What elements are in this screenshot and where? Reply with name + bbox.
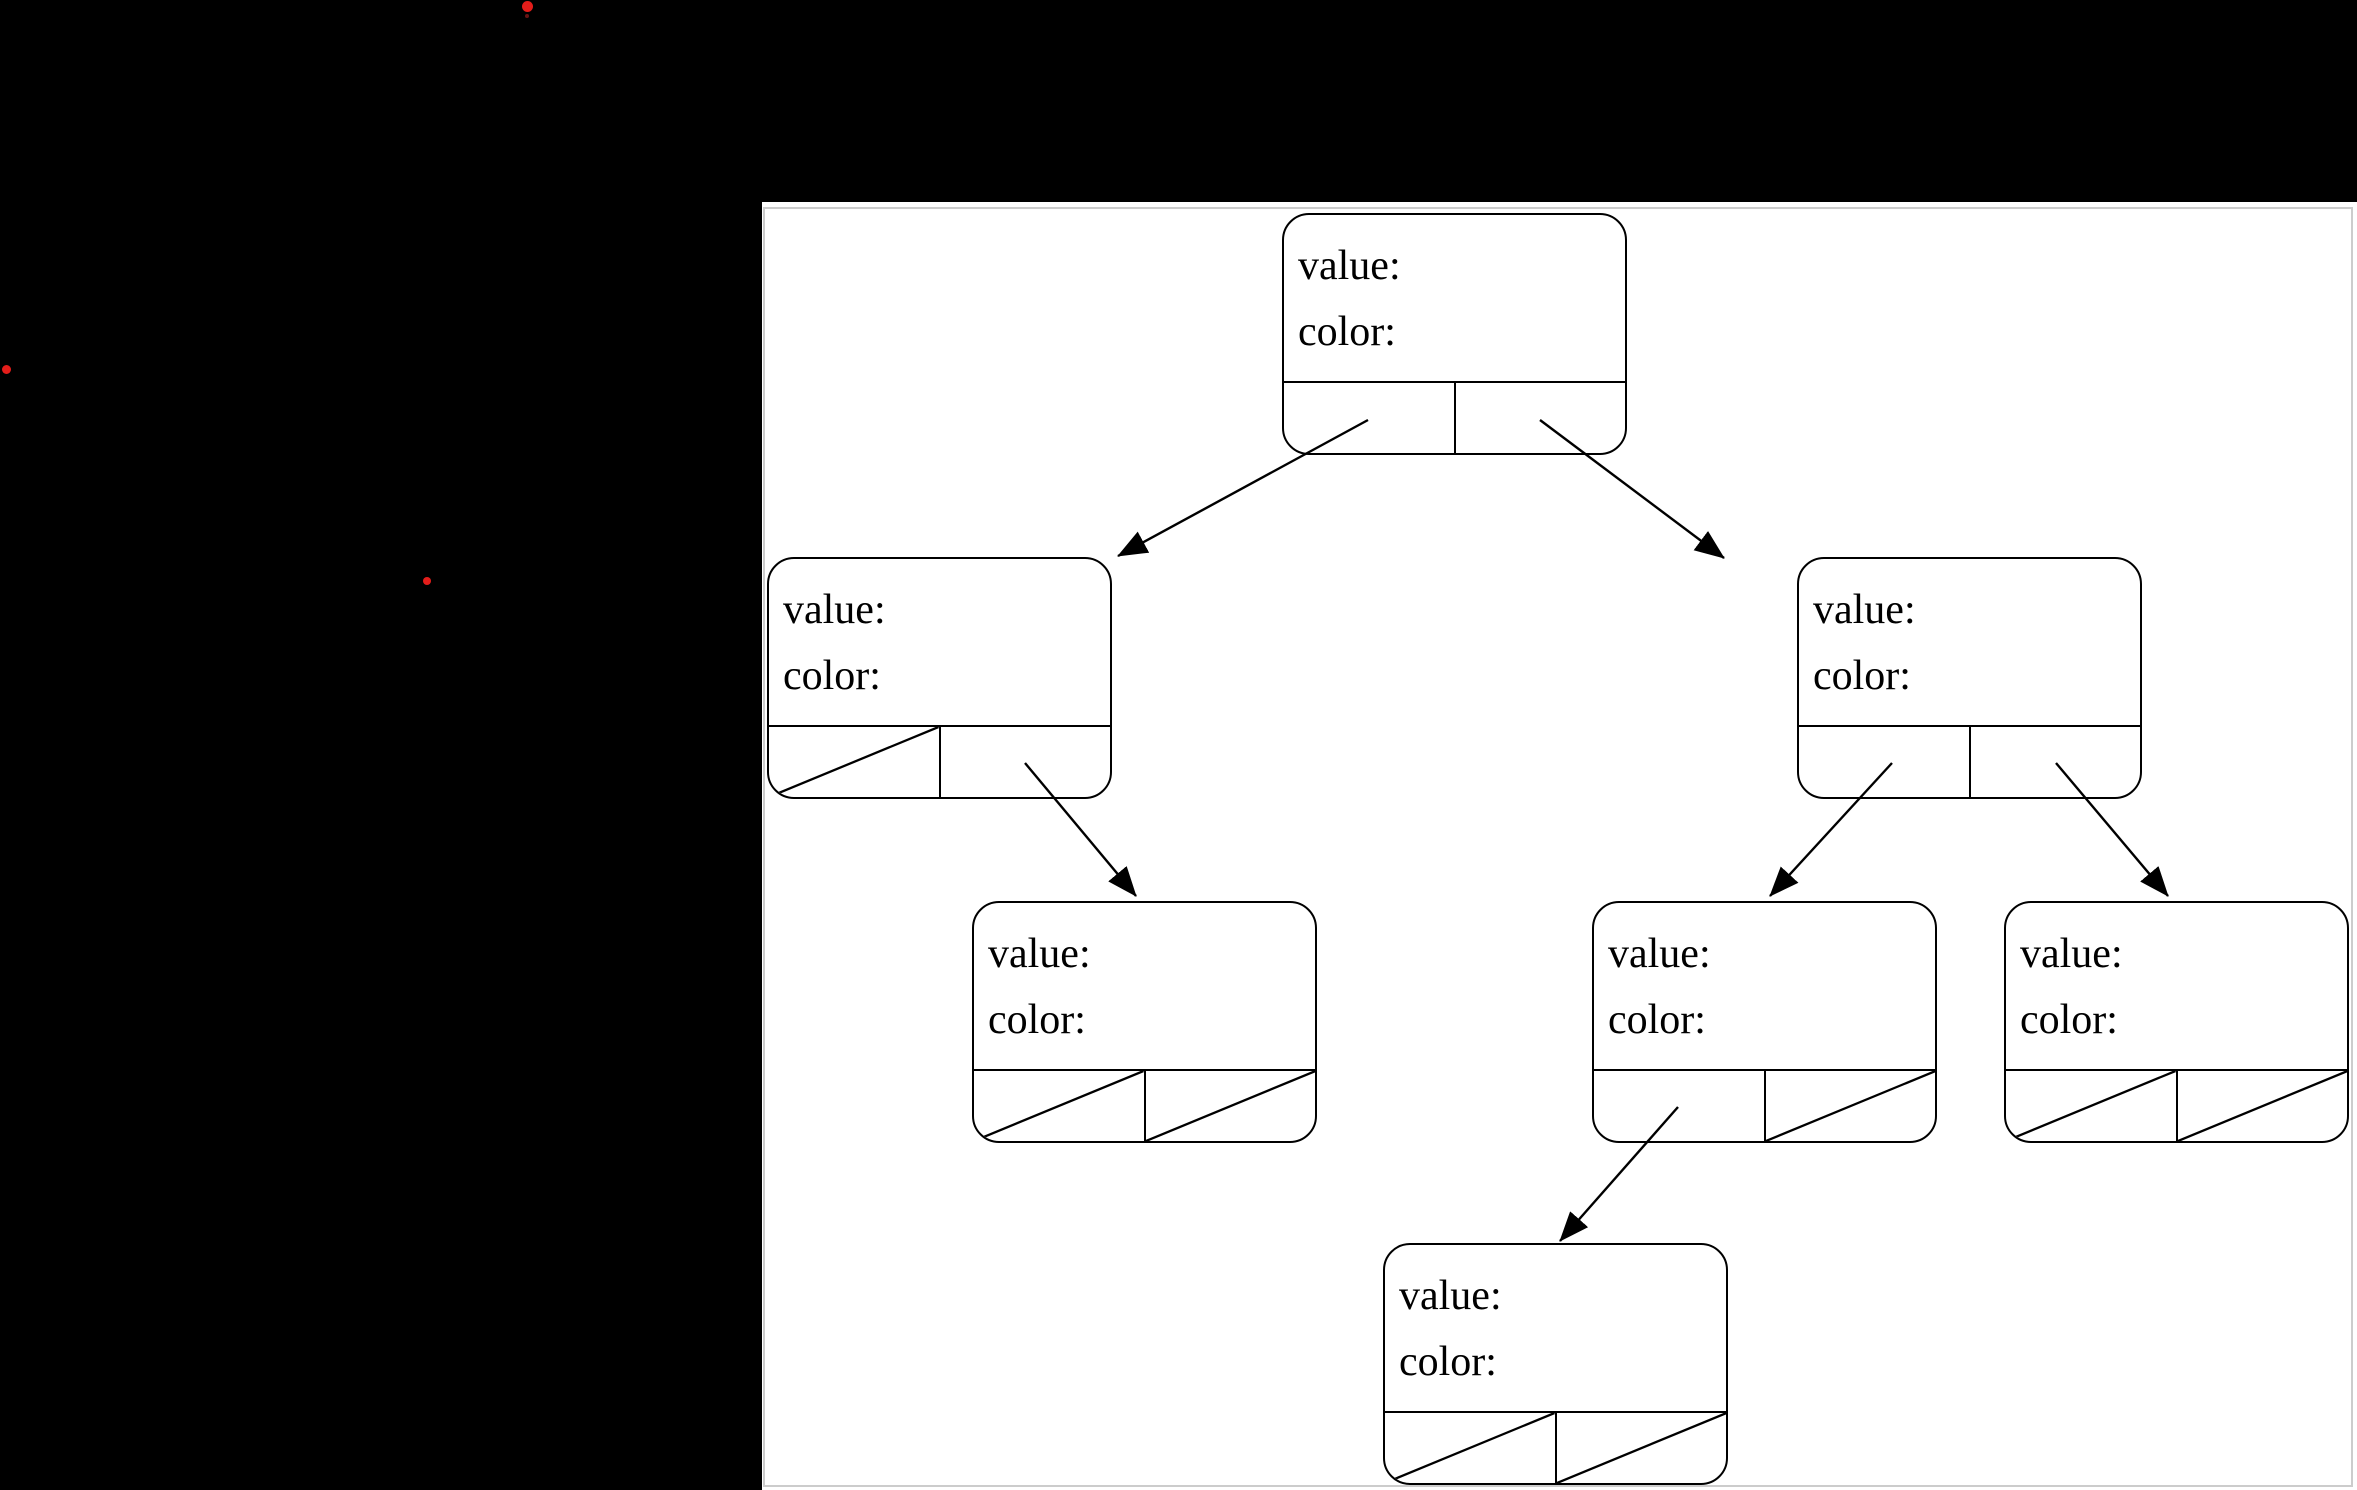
red-dot-top-speck — [525, 14, 529, 18]
tree-node-node-l: value: color: — [767, 557, 1112, 799]
node-pointer-row — [974, 1069, 1315, 1141]
node-field-labels: value: color: — [1385, 1245, 1726, 1432]
node-rr-right-pointer-cell-null — [2178, 1071, 2348, 1141]
red-dot-top — [521, 0, 533, 12]
tree-node-node-rll: value: color: — [1383, 1243, 1728, 1485]
null-pointer-slash-icon — [2006, 1071, 2176, 1141]
red-dot-left — [1, 364, 11, 374]
null-pointer-slash-icon — [769, 727, 939, 797]
node-pointer-row — [1594, 1069, 1935, 1141]
node-field-labels: value: color: — [1799, 559, 2140, 746]
node-value-label: value: — [988, 931, 1091, 977]
node-value-label: value: — [1399, 1273, 1502, 1319]
node-color-label: color: — [988, 997, 1086, 1043]
node-rl-left-pointer-cell — [1594, 1071, 1766, 1141]
node-color-label: color: — [1298, 309, 1396, 355]
node-l-right-pointer-cell — [941, 727, 1111, 797]
node-value-label: value: — [1298, 243, 1401, 289]
node-pointer-row — [1284, 381, 1625, 453]
null-pointer-slash-icon — [974, 1071, 1144, 1141]
node-r-right-pointer-cell — [1971, 727, 2141, 797]
node-field-labels: value: color: — [769, 559, 1110, 746]
node-lr-left-pointer-cell-null — [974, 1071, 1146, 1141]
root-right-pointer-cell — [1456, 383, 1626, 453]
tree-node-node-rr: value: color: — [2004, 901, 2349, 1143]
node-color-label: color: — [783, 653, 881, 699]
node-rl-right-pointer-cell-null — [1766, 1071, 1936, 1141]
node-field-labels: value: color: — [974, 903, 1315, 1090]
null-pointer-slash-icon — [1146, 1071, 1316, 1141]
node-value-label: value: — [1813, 587, 1916, 633]
null-pointer-slash-icon — [2178, 1071, 2348, 1141]
node-pointer-row — [1799, 725, 2140, 797]
node-color-label: color: — [2020, 997, 2118, 1043]
tree-node-node-r: value: color: — [1797, 557, 2142, 799]
node-value-label: value: — [2020, 931, 2123, 977]
tree-node-node-lr: value: color: — [972, 901, 1317, 1143]
node-lr-right-pointer-cell-null — [1146, 1071, 1316, 1141]
node-pointer-row — [2006, 1069, 2347, 1141]
node-rll-right-pointer-cell-null — [1557, 1413, 1727, 1483]
node-field-labels: value: color: — [1594, 903, 1935, 1090]
node-field-labels: value: color: — [2006, 903, 2347, 1090]
root-left-pointer-cell — [1284, 383, 1456, 453]
node-value-label: value: — [1608, 931, 1711, 977]
node-color-label: color: — [1399, 1339, 1497, 1385]
node-l-left-pointer-cell-null — [769, 727, 941, 797]
null-pointer-slash-icon — [1766, 1071, 1936, 1141]
diagram-panel: value:color:value:color:value:color:valu… — [762, 202, 2357, 1490]
node-pointer-row — [1385, 1411, 1726, 1483]
tree-node-node-rl: value: color: — [1592, 901, 1937, 1143]
node-r-left-pointer-cell — [1799, 727, 1971, 797]
node-color-label: color: — [1608, 997, 1706, 1043]
node-pointer-row — [769, 725, 1110, 797]
node-rll-left-pointer-cell-null — [1385, 1413, 1557, 1483]
null-pointer-slash-icon — [1385, 1413, 1555, 1483]
node-field-labels: value: color: — [1284, 215, 1625, 402]
red-dot-middle — [423, 577, 431, 585]
node-value-label: value: — [783, 587, 886, 633]
node-color-label: color: — [1813, 653, 1911, 699]
node-rr-left-pointer-cell-null — [2006, 1071, 2178, 1141]
null-pointer-slash-icon — [1557, 1413, 1727, 1483]
tree-node-root: value: color: — [1282, 213, 1627, 455]
